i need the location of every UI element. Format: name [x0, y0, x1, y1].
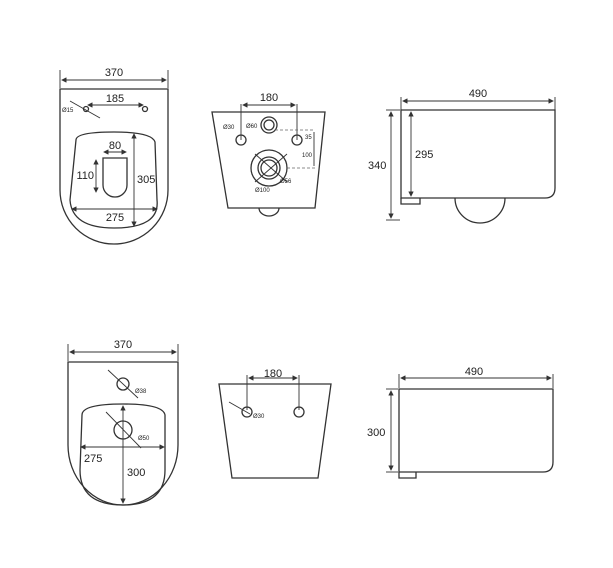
bidet-plan-view: 370 Ø38 Ø50 275 300: [67, 339, 179, 506]
dim-fixing-diameter-bottom: Ø30: [253, 414, 265, 420]
bidet-side-view: 490 300: [367, 366, 554, 479]
dim-hole-spacing: 185: [106, 93, 124, 105]
dim-drain-diameter: Ø50: [138, 436, 150, 442]
dim-width-bottom: 370: [114, 339, 132, 351]
dim-hole-diameter: Ø15: [62, 108, 74, 114]
dim-height-bottom: 300: [367, 427, 385, 439]
dim-fixing-diameter: Ø30: [223, 125, 235, 131]
dim-length: 490: [469, 88, 487, 100]
toilet-plan-view: 370 185 Ø15 80 110 305 275: [59, 67, 169, 245]
dim-width: 370: [105, 67, 123, 79]
dim-bowl-width: 275: [106, 212, 124, 224]
dim-outlet-outer: Ø100: [255, 188, 270, 194]
dim-outlet-length: 110: [76, 170, 94, 182]
dim-total-height: 340: [368, 160, 386, 172]
dim-vertical-spacing: 100: [302, 153, 313, 159]
dim-offset: 35: [305, 135, 312, 141]
dim-bowl-width-bottom: 275: [84, 453, 102, 465]
dim-length-bottom: 490: [465, 366, 483, 378]
dim-fixing-spacing: 180: [260, 92, 278, 104]
dim-outlet-width: 80: [109, 140, 121, 152]
dim-body-height: 295: [415, 149, 433, 161]
dim-outlet-inner: Ø56: [280, 179, 292, 185]
dim-tap-hole: Ø38: [135, 389, 147, 395]
dim-fixing-spacing-bottom: 180: [264, 368, 282, 380]
bidet-rear-view: 180 Ø30: [218, 368, 332, 479]
toilet-side-view: 490 340 295: [368, 88, 556, 224]
toilet-rear-view: 180 Ø30 Ø60 35 100 Ø100 Ø56: [211, 92, 326, 217]
dim-inlet-diameter: Ø60: [246, 124, 258, 130]
dim-bowl-length-bottom: 300: [127, 467, 145, 479]
dim-bowl-length: 305: [137, 174, 155, 186]
